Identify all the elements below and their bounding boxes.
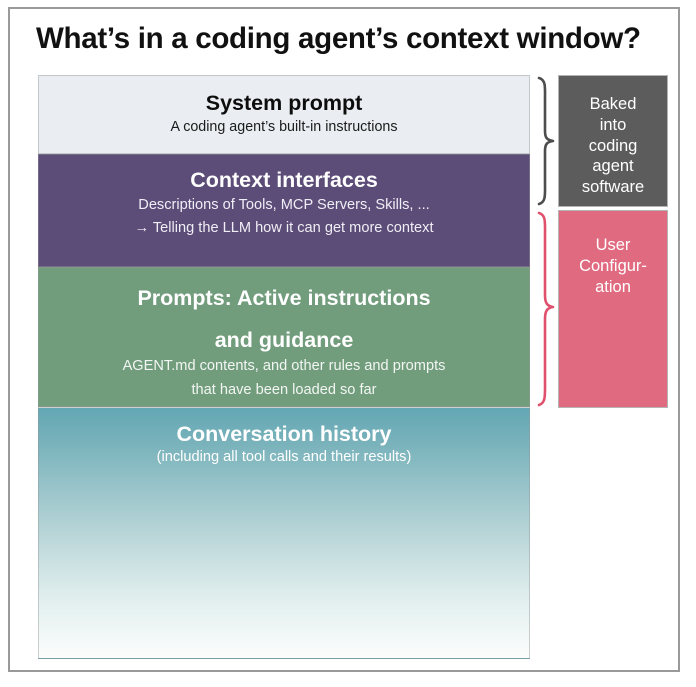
curly-brace-icon-baked <box>534 75 556 207</box>
annotation-box-user-configuration: User Configur- ation <box>558 210 668 408</box>
layer-conversation-history-subtitle: (including all tool calls and their resu… <box>156 449 412 466</box>
layer-prompts-subtitle-line-1: AGENT.md contents, and other rules and p… <box>122 358 446 375</box>
layer-system-prompt-title: System prompt <box>205 91 363 115</box>
page-title: What’s in a coding agent’s context windo… <box>36 22 641 55</box>
annotation-box-baked-into-coding-agent-software: Baked into coding agent software <box>558 75 668 207</box>
annotation-baked-line-1: Baked <box>589 95 637 113</box>
layer-context-interfaces-subtitle-line-1: Descriptions of Tools, MCP Servers, Skil… <box>138 197 430 214</box>
layer-system-prompt: System prompt A coding agent’s built-in … <box>38 75 530 154</box>
annotation-baked-line-5: software <box>581 178 645 197</box>
annotation-baked-line-4: agent <box>592 157 634 176</box>
layer-system-prompt-subtitle: A coding agent’s built-in instructions <box>170 119 398 136</box>
annotation-user-config-line-1: User <box>595 236 631 254</box>
layer-prompts-title-line-1: Prompts: Active instructions <box>137 286 431 310</box>
layer-context-interfaces-subtitle-line-2: → Telling the LLM how it can get more co… <box>134 219 434 236</box>
annotation-baked-line-2: into <box>599 115 627 134</box>
layer-prompts: Prompts: Active instructions and guidanc… <box>38 267 530 407</box>
layer-context-interfaces-title: Context interfaces <box>190 168 378 192</box>
layer-conversation-history-title: Conversation history <box>176 422 392 446</box>
layer-prompts-title-line-2: and guidance <box>214 328 354 353</box>
annotation-baked-line-3: coding <box>588 136 638 155</box>
diagram-frame: What’s in a coding agent’s context windo… <box>8 7 680 672</box>
layer-context-interfaces: Context interfaces Descriptions of Tools… <box>38 154 530 267</box>
annotation-user-config-line-2: Configur- <box>579 256 647 275</box>
layer-prompts-subtitle-line-2: that have been loaded so far <box>191 381 377 398</box>
annotation-user-config-line-3: ation <box>595 277 631 296</box>
layer-conversation-history: Conversation history (including all tool… <box>38 407 530 659</box>
curly-brace-icon-user-configuration <box>534 210 556 408</box>
